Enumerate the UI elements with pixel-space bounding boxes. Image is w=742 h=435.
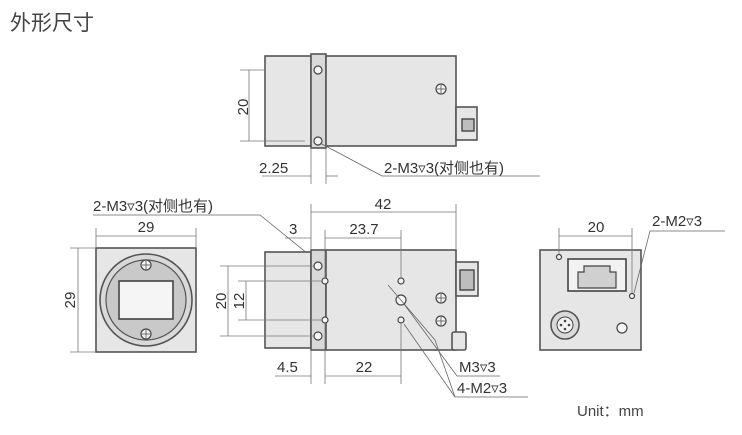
page-title: 外形尺寸 [10, 12, 94, 35]
side-view-23-7-label: 23.7 [349, 221, 378, 238]
top-view-body [325, 55, 457, 147]
side-view-connector-plug [459, 269, 475, 291]
side-view-tab [451, 331, 467, 351]
front-view-sensor [118, 280, 174, 320]
rear-view-thread-label: 2-M2▿3 [652, 213, 702, 230]
rear-view-hole-left [555, 253, 563, 261]
front-view-height-label: 29 [62, 292, 79, 309]
rear-view-width-label: 20 [588, 219, 605, 236]
top-view-height-label: 20 [235, 99, 252, 116]
side-view-22-label: 22 [356, 359, 373, 376]
rear-view-hole-right [628, 292, 636, 300]
top-view: 20 2.25 2-M3▿3(对侧也有) [235, 53, 540, 184]
side-view-m2-label: 4-M2▿3 [457, 380, 507, 397]
side-view: 42 3 23.7 20 12 4.5 22 M3▿3 4-M2▿3 [213, 196, 528, 398]
side-view-body [325, 249, 457, 351]
side-view-m3-label: M3▿3 [459, 359, 496, 376]
front-view-thread-label: 2-M3▿3(对侧也有) [93, 198, 213, 215]
side-view-20-label: 20 [213, 293, 230, 310]
side-view-hole-c [397, 277, 405, 285]
side-view-hole-d [397, 316, 405, 324]
side-view-hole-b [321, 316, 329, 324]
top-view-connector-pin [461, 118, 475, 132]
side-view-length-label: 42 [375, 196, 392, 213]
rear-view: 20 2-M2▿3 [539, 213, 725, 351]
side-view-12-label: 12 [231, 293, 248, 310]
top-view-offset-label: 2.25 [259, 160, 288, 177]
front-view: 29 29 2-M3▿3(对侧也有) [62, 198, 319, 353]
top-view-mount [264, 55, 312, 147]
side-view-hole-flange-top [313, 261, 323, 271]
top-view-hole-upper [313, 65, 323, 75]
side-view-4-5-label: 4.5 [277, 359, 298, 376]
rear-view-led [616, 322, 628, 334]
front-view-width-label: 29 [138, 219, 155, 236]
side-view-hole-a [321, 277, 329, 285]
side-view-mount [264, 251, 312, 349]
side-view-3-label: 3 [289, 221, 297, 238]
top-view-thread-label: 2-M3▿3(对侧也有) [384, 160, 504, 177]
unit-label: Unit：mm [577, 403, 644, 420]
side-view-hole-flange-bottom [313, 331, 323, 341]
